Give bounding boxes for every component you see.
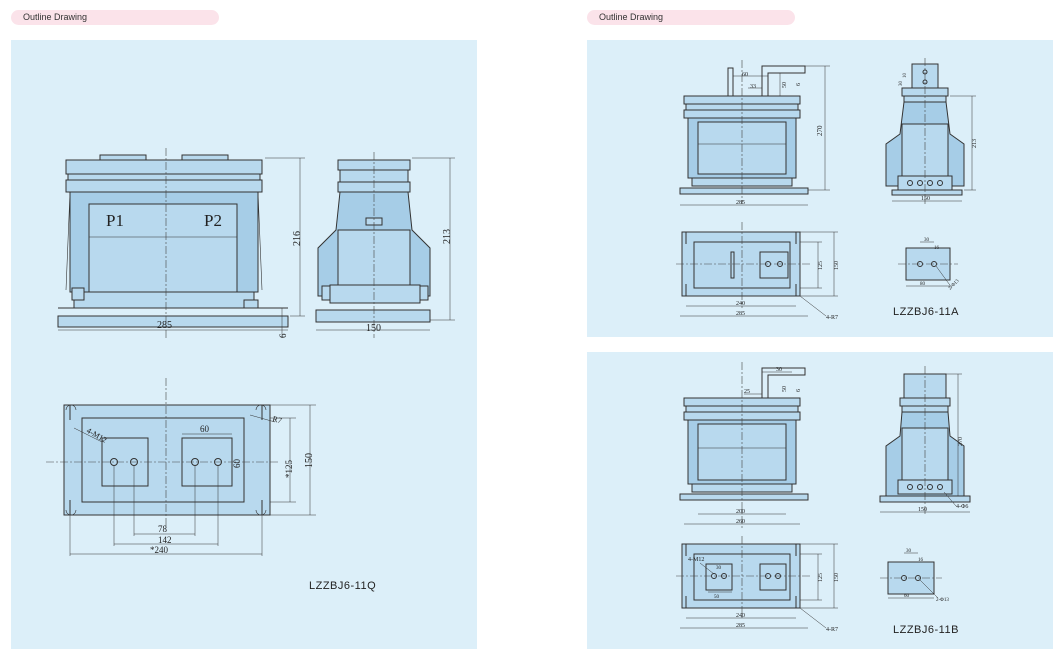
b-side-width-label: 150 [918, 507, 927, 513]
left-base-label: 6 [278, 333, 288, 338]
a-det-a-label: 16 [934, 246, 940, 251]
right-section-tab-label: Outline Drawing [599, 12, 664, 22]
left-side-width-label: 150 [366, 323, 381, 334]
a-detail-view: 30 16 80 2-Φ13 [898, 238, 961, 291]
left-pad-height-label: 60 [232, 459, 242, 469]
b-det-w-label: 30 [906, 549, 912, 554]
b-width-b-label: 260 [736, 519, 745, 525]
left-model-label: LZZBJ6-11Q [309, 580, 377, 592]
a-plan-view: 125 150 240 285 4-R7 [676, 222, 840, 321]
a-det-w-label: 30 [924, 238, 930, 243]
a-term-w-label: 60 [742, 72, 748, 78]
left-plan-view: 4-M12 R7 60 60 *125 150 78 142 *240 [46, 378, 316, 556]
b-holes-label: 4-M12 [688, 557, 704, 563]
a-side-width-label: 150 [921, 196, 930, 202]
b-side-height-label: 270 [958, 437, 964, 446]
b-model-label: LZZBJ6-11B [893, 624, 959, 636]
b-det-hole-label: 2-Φ13 [936, 598, 949, 603]
b-det-b-label: 60 [904, 594, 910, 599]
left-side-height-label: 213 [442, 229, 453, 244]
left-side-view: 213 150 [315, 152, 455, 338]
left-pitch-a-label: 78 [158, 524, 168, 534]
a-plan-length-label: 240 [736, 301, 745, 307]
b-term-a-label: 25 [744, 389, 750, 395]
left-slot-label: R7 [271, 414, 282, 425]
a-term-t-label: 6 [796, 83, 802, 86]
left-section-tab-label: Outline Drawing [23, 12, 88, 22]
right-top-drawing-panel [587, 40, 1053, 337]
b-side-holes-label: 4-Φ6 [956, 504, 968, 510]
b-detail-view: 30 16 60 2-Φ13 [880, 549, 949, 603]
b-width-a-label: 200 [736, 509, 745, 515]
a-side-view: 10 30 213 150 [885, 58, 978, 204]
b-plan-view: 4-M12 30 50 125 150 240 285 4-R7 [676, 536, 840, 633]
b-plan-length-label: 240 [736, 613, 745, 619]
right-bottom-drawing-panel [587, 352, 1053, 649]
left-height-label: 216 [292, 231, 303, 246]
a-height-label: 270 [816, 125, 824, 136]
b-pad-a-label: 30 [716, 566, 722, 571]
left-inner-depth-label: *125 [284, 460, 294, 479]
a-slots-label: 4-R7 [826, 315, 838, 321]
left-front-view: P1 P2 216 285 6 [57, 148, 305, 340]
left-length-label: *240 [150, 545, 169, 555]
b-pad-b-label: 50 [714, 595, 720, 600]
left-pad-width-label: 60 [200, 424, 210, 434]
a-side-t-label: 10 [903, 73, 908, 79]
b-term-h-label: 50 [782, 386, 788, 392]
left-section-tab: Outline Drawing [11, 10, 219, 25]
a-depth-label: 150 [834, 261, 840, 270]
a-term-h-label: 50 [782, 82, 788, 88]
left-p2-label: P2 [204, 211, 222, 230]
left-drawing-panel [11, 40, 477, 649]
a-plan-total-label: 285 [736, 311, 745, 317]
b-term-t-label: 6 [796, 389, 802, 392]
a-side-h-label: 30 [899, 81, 904, 87]
b-term-w-label: 30 [776, 367, 782, 373]
a-side-height-label: 213 [972, 139, 978, 148]
b-side-view: 270 150 4-Φ6 [879, 366, 971, 516]
left-pitch-b-label: 142 [158, 535, 172, 545]
b-depth-label: 150 [834, 573, 840, 582]
left-p1-label: P1 [106, 211, 124, 230]
b-slots-label: 4-R7 [826, 627, 838, 633]
a-inner-depth-label: 125 [818, 261, 824, 270]
left-depth-label: 150 [304, 453, 315, 468]
b-inner-depth-label: 125 [818, 573, 824, 582]
a-det-b-label: 80 [920, 282, 926, 287]
a-front-view: 60 33 50 6 270 285 [679, 60, 830, 206]
b-det-a-label: 16 [918, 558, 924, 563]
left-width-label: 285 [157, 320, 172, 331]
a-model-label: LZZBJ6-11A [893, 306, 959, 318]
a-width-label: 285 [736, 200, 745, 206]
b-plan-total-label: 285 [736, 623, 745, 629]
right-section-tab: Outline Drawing [587, 10, 795, 25]
a-term-a-label: 33 [750, 84, 756, 90]
b-front-view: 30 25 50 6 200 260 [679, 362, 809, 528]
